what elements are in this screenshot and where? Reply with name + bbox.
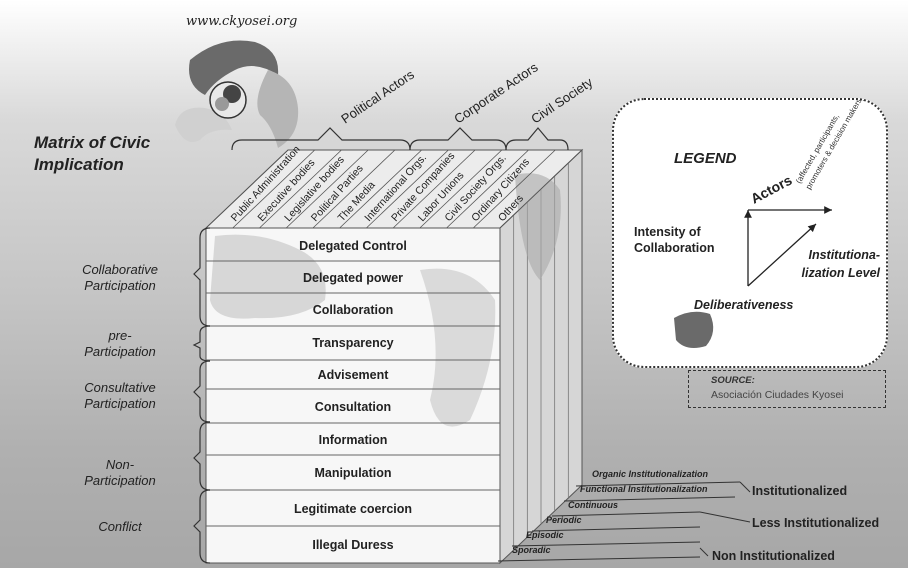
group-non-participation: Non-Participation bbox=[84, 457, 156, 488]
level-collaboration: Collaboration bbox=[312, 302, 394, 317]
inst-functional: Functional Institutionalization bbox=[580, 484, 708, 494]
inst-brace bbox=[699, 547, 709, 557]
actor-column-line bbox=[312, 149, 396, 229]
level-manipulation: Manipulation bbox=[314, 466, 392, 480]
inst-group-less: Less Institutionalized bbox=[752, 516, 880, 530]
level-information: Information bbox=[318, 433, 388, 447]
legend-heading: LEGEND bbox=[674, 150, 737, 167]
actor-group-corporate: Corporate Actors bbox=[451, 59, 541, 126]
inst-periodic: Periodic bbox=[546, 515, 582, 525]
actor-column-line bbox=[339, 149, 422, 229]
inst-episodic: Episodic bbox=[526, 530, 564, 540]
legend-box: LEGEND Actors (affected, participants, p… bbox=[612, 98, 888, 368]
actor-column-line bbox=[392, 149, 476, 229]
level-consultation: Consultation bbox=[314, 399, 392, 414]
actor-group-civil: Civil Society bbox=[528, 74, 595, 126]
actor-column-line bbox=[419, 149, 503, 229]
inst-sporadic: Sporadic bbox=[512, 545, 551, 555]
source-box: SOURCE: Asociación Ciudades Kyosei bbox=[688, 370, 886, 408]
inst-group-non: Non Institutionalized bbox=[712, 549, 835, 563]
actor-column-line bbox=[472, 149, 556, 229]
group-conflict: Conflict bbox=[98, 519, 142, 534]
inst-step-line bbox=[531, 526, 701, 532]
actor-column-line bbox=[285, 149, 369, 229]
source-text: Asociación Ciudades Kyosei bbox=[711, 389, 844, 401]
level-illegal-duress: Illegal Duress bbox=[312, 538, 394, 552]
website-url: www.ckyosei.org bbox=[186, 14, 298, 29]
legend-deliberativeness: Deliberativeness bbox=[694, 298, 794, 312]
inst-continuous: Continuous bbox=[568, 500, 618, 510]
actor-column-line bbox=[446, 149, 529, 229]
inst-step-line bbox=[511, 541, 701, 547]
level-transparency: Transparency bbox=[312, 336, 394, 350]
kyosei-logo bbox=[175, 40, 299, 148]
legend-institutionalization: Institutiona-lization Level bbox=[801, 248, 881, 280]
inst-brace bbox=[699, 511, 751, 523]
deliberativeness-swatch bbox=[674, 311, 714, 348]
actor-column-line bbox=[205, 149, 289, 229]
level-legitimate-coercion: Legitimate coercion bbox=[293, 501, 413, 516]
legend-actors: Actors bbox=[748, 172, 795, 207]
level-delegated-control: Delegated Control bbox=[299, 238, 407, 253]
inst-group-institutionalized: Institutionalized bbox=[752, 484, 848, 498]
inst-step-line bbox=[497, 556, 701, 562]
inst-step-line bbox=[551, 511, 701, 517]
level-delegated-power: Delegated power bbox=[302, 270, 404, 285]
legend-axes: Actors (affected, participants, promoter… bbox=[674, 100, 865, 348]
source-heading: SOURCE: bbox=[711, 375, 755, 386]
actor-group-political: Political Actors bbox=[338, 67, 417, 127]
inst-step-line bbox=[563, 496, 736, 502]
diagram-title: Matrix of Civic Implication bbox=[34, 133, 151, 174]
inst-organic: Organic Institutionalization bbox=[592, 469, 709, 479]
actor-column-line bbox=[232, 149, 316, 229]
actor-column-line bbox=[259, 149, 342, 229]
group-pre-participation: pre-Participation bbox=[84, 328, 156, 359]
actor-column-line bbox=[499, 149, 583, 229]
inst-step-line bbox=[575, 481, 741, 487]
level-advisement: Advisement bbox=[317, 368, 389, 382]
inst-brace bbox=[739, 481, 751, 493]
actor-column-line bbox=[366, 149, 449, 229]
